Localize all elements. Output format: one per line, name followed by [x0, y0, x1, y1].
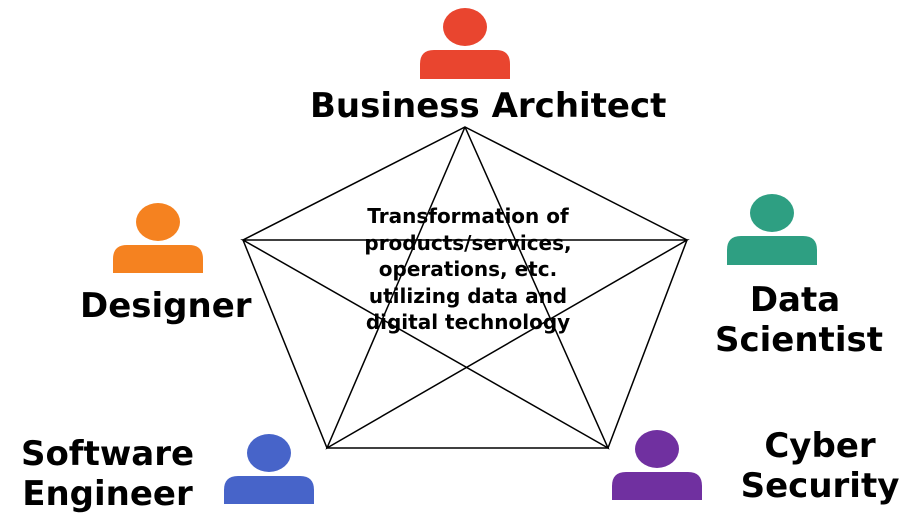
pentagon-lines — [240, 126, 690, 450]
center-line: utilizing data and — [368, 283, 568, 308]
center-description: Transformation of products/services, ope… — [318, 203, 618, 336]
software-engineer-person-icon — [224, 434, 314, 504]
data-scientist-label: Data Scientist — [715, 280, 883, 360]
pentagram-star — [240, 126, 690, 450]
designer-person-icon — [113, 203, 203, 273]
cyber-security-person-icon — [612, 430, 702, 500]
software-engineer-label: Software Engineer — [20, 434, 195, 514]
business-architect-person-icon — [420, 8, 510, 79]
designer-label: Designer — [80, 286, 252, 326]
pentagon-outline — [242, 126, 688, 449]
center-line: digital technology — [365, 310, 571, 334]
center-line: Transformation of — [367, 204, 569, 228]
data-scientist-person-icon — [727, 194, 817, 265]
cyber-security-label: Cyber Security — [740, 426, 900, 506]
center-line: products/services, — [364, 230, 572, 255]
center-line: operations, etc. — [378, 257, 558, 281]
business-architect-label: Business Architect — [310, 86, 667, 126]
